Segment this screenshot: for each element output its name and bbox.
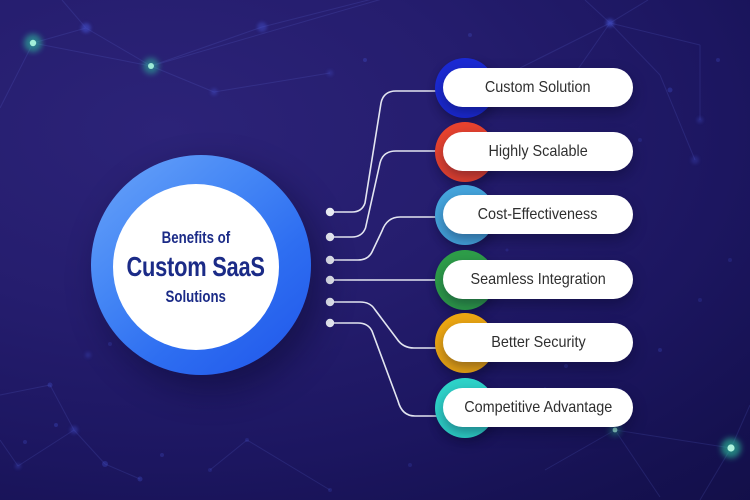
benefit-label: Custom Solution — [485, 78, 591, 96]
benefit-item-competitive-advantage: Competitive Advantage — [435, 378, 635, 438]
central-title-line3: Solutions — [165, 286, 227, 306]
benefit-label: Highly Scalable — [488, 142, 588, 160]
benefit-item-highly-scalable: Highly Scalable — [435, 122, 635, 182]
central-title-line2: Custom SaaS — [126, 251, 266, 283]
benefit-item-cost-effectiveness: Cost-Effectiveness — [435, 185, 635, 245]
connector-line-3 — [333, 216, 438, 261]
connector-line-5 — [333, 301, 438, 349]
benefit-pill: Cost-Effectiveness — [443, 195, 633, 234]
benefit-item-better-security: Better Security — [435, 313, 635, 373]
benefit-label: Better Security — [490, 333, 586, 351]
benefit-pill: Competitive Advantage — [443, 388, 633, 427]
central-badge-ring: Benefits of Custom SaaS Solutions — [91, 155, 311, 375]
benefit-item-seamless-integration: Seamless Integration — [435, 250, 635, 310]
benefit-label: Cost-Effectiveness — [478, 205, 598, 223]
benefit-pill: Better Security — [443, 323, 633, 362]
benefit-pill: Custom Solution — [443, 68, 633, 107]
central-badge: Benefits of Custom SaaS Solutions — [113, 184, 279, 350]
connector-line-6 — [333, 322, 438, 417]
central-title-line1: Benefits of — [161, 227, 231, 247]
connector-dots — [325, 207, 335, 328]
benefit-pill: Highly Scalable — [443, 132, 633, 171]
connector-line-2 — [333, 150, 438, 238]
benefit-pill: Seamless Integration — [443, 260, 633, 299]
benefit-label: Competitive Advantage — [463, 398, 613, 416]
benefit-label: Seamless Integration — [470, 270, 606, 288]
connector-line-1 — [333, 90, 438, 213]
benefit-item-custom-solution: Custom Solution — [435, 58, 635, 118]
